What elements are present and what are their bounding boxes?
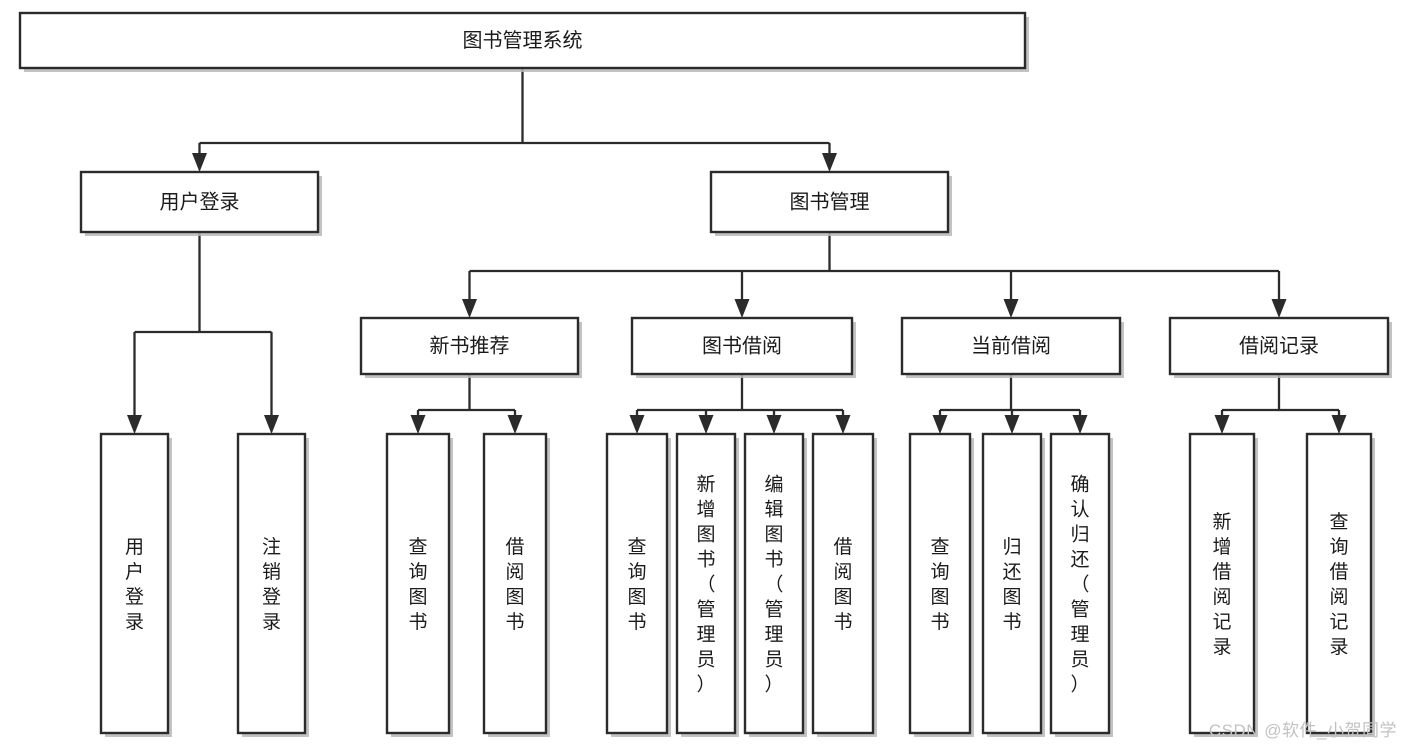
csdn-watermark: CSDN @软件_小贺同学 [1208,721,1397,740]
node-leaf-query-book-1-label: 查询图书 [408,536,427,633]
node-new-book-rec[interactable] [359,316,580,376]
node-leaf-user-login[interactable] [99,432,170,735]
node-leaf-add-book-label: 新增图书（管理员） [696,474,715,696]
node-leaf-user-login-label: 用户登录 [125,537,144,633]
root-to-book-manage-arrow-icon [822,153,837,172]
node-book-borrow-label: 图书借阅 [702,334,782,357]
node-leaf-user-logout-label: 注销登录 [262,536,281,633]
node-leaf-query-book-2-label: 查询图书 [627,536,646,633]
node-leaf-borrow-book-2-label: 借阅图书 [833,536,852,633]
book-manage-to-new-book-rec-arrow-icon [462,299,477,318]
node-leaf-query-book-2[interactable] [605,432,669,735]
current-borrow-to-leaf-query-book-3-arrow-icon [932,415,948,434]
user-login-to-leaf-user-login-arrow-icon [127,415,142,434]
node-leaf-borrow-book-2[interactable] [811,432,875,735]
current-borrow-to-leaf-return-book-arrow-icon [1004,415,1020,434]
new-book-rec-to-leaf-query-book-1-arrow-icon [410,415,426,434]
node-leaf-add-record-label: 新增借阅记录 [1212,511,1231,658]
node-borrow-record[interactable] [1168,316,1390,376]
book-borrow-to-leaf-query-book-2-arrow-icon [629,415,645,434]
node-leaf-edit-book-label: 编辑图书（管理员） [764,474,783,696]
node-current-borrow[interactable] [900,316,1122,376]
node-leaf-return-book[interactable] [981,432,1043,735]
node-user-login[interactable] [79,170,320,234]
node-leaf-query-book-3[interactable] [908,432,972,735]
node-leaf-confirm-return-label: 确认归还（管理员） [1070,474,1089,696]
root-to-user-login-arrow-icon [192,153,207,172]
node-user-login-label: 用户登录 [160,190,240,213]
node-book-borrow[interactable] [630,316,854,376]
current-borrow-to-leaf-confirm-return-arrow-icon [1072,415,1088,434]
node-root-label: 图书管理系统 [463,29,583,52]
node-leaf-query-book-3-label: 查询图书 [930,536,949,633]
node-leaf-user-logout[interactable] [236,432,307,735]
node-leaf-borrow-book-1-label: 借阅图书 [505,536,524,633]
node-leaf-add-record[interactable] [1188,432,1256,735]
node-leaf-edit-book[interactable] [743,432,805,735]
book-manage-to-book-borrow-arrow-icon [734,299,750,318]
node-root[interactable] [18,11,1027,70]
node-leaf-add-book[interactable] [675,432,737,735]
node-new-book-rec-label: 新书推荐 [430,334,510,357]
book-borrow-to-leaf-edit-book-arrow-icon [766,415,782,434]
node-current-borrow-label: 当前借阅 [971,334,1051,357]
node-book-manage-label: 图书管理 [790,190,870,213]
node-leaf-confirm-return[interactable] [1049,432,1111,735]
borrow-record-to-leaf-query-record-arrow-icon [1331,415,1347,434]
user-login-to-leaf-user-logout-arrow-icon [264,415,279,434]
node-borrow-record-label: 借阅记录 [1239,334,1319,357]
node-book-manage[interactable] [709,170,950,234]
book-borrow-to-leaf-borrow-book-2-arrow-icon [835,415,851,434]
node-leaf-query-record[interactable] [1305,432,1373,735]
node-leaf-borrow-book-1[interactable] [482,432,548,735]
book-borrow-to-leaf-add-book-arrow-icon [698,415,714,434]
borrow-record-to-leaf-add-record-arrow-icon [1214,415,1230,434]
connector-layer [127,68,1347,434]
book-manage-to-borrow-record-arrow-icon [1271,299,1287,318]
node-leaf-query-record-label: 查询借阅记录 [1329,511,1348,658]
node-leaf-query-book-1[interactable] [385,432,451,735]
node-layer: 图书管理系统用户登录图书管理新书推荐图书借阅当前借阅借阅记录用户登录注销登录查询… [18,11,1392,737]
node-leaf-return-book-label: 归还图书 [1002,536,1021,633]
new-book-rec-to-leaf-borrow-book-1-arrow-icon [507,415,523,434]
book-manage-to-current-borrow-arrow-icon [1003,299,1019,318]
